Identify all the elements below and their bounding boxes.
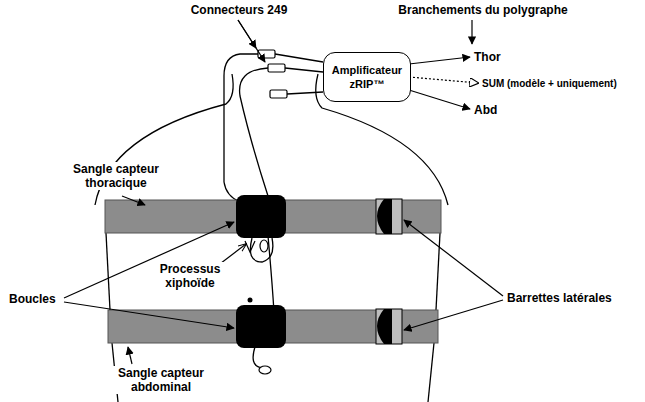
torso-outline [95,74,448,402]
callout-label: Sangle capteur abdominal [94,366,228,394]
callout-label: Thor [473,50,502,64]
amplifier-box: Amplificateur zRIP™ [323,52,411,102]
sensor-straps [105,195,441,348]
callout-label: Barrettes latérales [506,291,613,305]
callout-label: SUM (modèle + uniquement) [481,77,618,91]
callout-label: Abd [473,103,498,117]
callout-label: Processus xiphoïde [148,262,232,290]
callout-label: Connecteurs 249 [188,3,290,17]
callout-label: Sangle capteur thoracique [46,162,186,190]
callout-label: Branchements du polygraphe [392,3,574,17]
callout-label: Boucles [8,292,57,306]
leader-lines [64,20,503,364]
amplifier-text: Amplificateur zRIP™ [330,63,404,91]
